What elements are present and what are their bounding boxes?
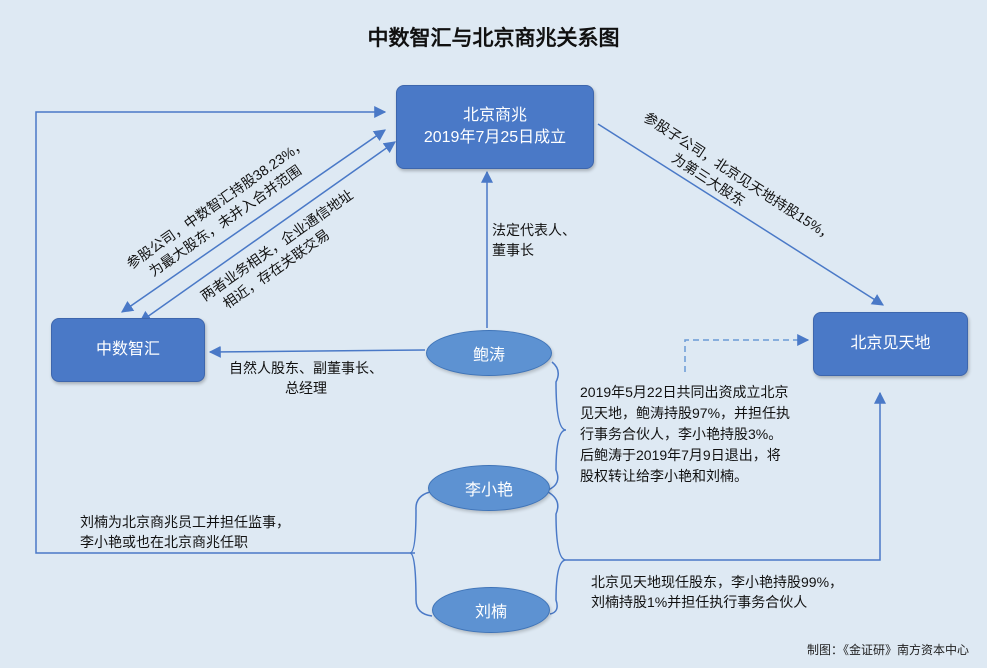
liunan-to-shangzhao-line bbox=[35, 106, 415, 554]
node-zhongshu-zhihui-name: 中数智汇 bbox=[95, 341, 160, 358]
label-liunan-employee-line2: 李小艳或也在北京商兆任职 bbox=[80, 534, 248, 550]
node-beijing-shangzhao: 北京商兆 2019年7月25日成立 bbox=[396, 85, 594, 169]
node-bao-tao: 鲍涛 bbox=[426, 330, 552, 376]
node-beijing-shangzhao-date: 2019年7月25日成立 bbox=[423, 129, 567, 146]
label-liunan-employee-line1: 刘楠为北京商兆员工并担任监事， bbox=[80, 514, 290, 530]
node-liu-nan: 刘楠 bbox=[432, 587, 550, 633]
node-beijing-jiantiandi-name: 北京见天地 bbox=[850, 335, 931, 352]
label-founding-note: 2019年5月22日共同出资成立北京 见天地，鲍涛持股97%，并担任执 行事务合… bbox=[580, 382, 790, 487]
label-current-shareholders: 北京见天地现任股东，李小艳持股99%， 刘楠持股1%并担任执行事务合伙人 bbox=[591, 572, 843, 612]
label-founding-note-line4: 后鲍涛于2019年7月9日退出，将 bbox=[580, 447, 781, 463]
label-founding-note-line3: 行事务合伙人，李小艳持股3%。 bbox=[580, 426, 783, 442]
label-founding-note-line2: 见天地，鲍涛持股97%，并担任执 bbox=[580, 405, 791, 421]
baotao-zhongshu-arrow bbox=[208, 345, 426, 358]
zhongshu-shangzhao-arrow-2 bbox=[139, 141, 396, 323]
chart-credit: 制图：《金证研》南方资本中心 bbox=[806, 643, 969, 657]
label-legal-representative-line1: 法定代表人、 bbox=[492, 222, 576, 238]
diagram-title: 中数智汇与北京商兆关系图 bbox=[367, 27, 620, 50]
label-natural-person-line1: 自然人股东、副董事长、 bbox=[229, 360, 383, 376]
dashed-link-jiantiandi bbox=[684, 334, 810, 372]
left-brace bbox=[409, 491, 433, 617]
label-legal-representative: 法定代表人、 董事长 bbox=[492, 220, 576, 260]
label-legal-representative-line2: 董事长 bbox=[492, 242, 534, 258]
label-natural-person-line2: 总经理 bbox=[285, 380, 327, 396]
label-current-shareholders-line2: 刘楠持股1%并担任执行事务合伙人 bbox=[591, 594, 808, 610]
node-beijing-jiantiandi: 北京见天地 bbox=[813, 312, 968, 376]
label-liunan-employee: 刘楠为北京商兆员工并担任监事， 李小艳或也在北京商兆任职 bbox=[80, 512, 290, 552]
shangzhao-jiantiandi-arrow bbox=[597, 123, 885, 306]
label-natural-person: 自然人股东、副董事长、 总经理 bbox=[229, 358, 383, 398]
holders-to-jiantiandi-line bbox=[566, 391, 886, 561]
node-beijing-shangzhao-name: 北京商兆 bbox=[462, 107, 527, 124]
right-brace-upper bbox=[547, 361, 567, 491]
right-brace-lower bbox=[547, 491, 567, 615]
node-li-xiaoyan: 李小艳 bbox=[428, 465, 550, 511]
label-founding-note-line1: 2019年5月22日共同出资成立北京 bbox=[580, 384, 789, 400]
label-founding-note-line5: 股权转让给李小艳和刘楠。 bbox=[580, 468, 748, 484]
node-zhongshu-zhihui: 中数智汇 bbox=[51, 318, 205, 382]
label-current-shareholders-line1: 北京见天地现任股东，李小艳持股99%， bbox=[591, 574, 844, 590]
